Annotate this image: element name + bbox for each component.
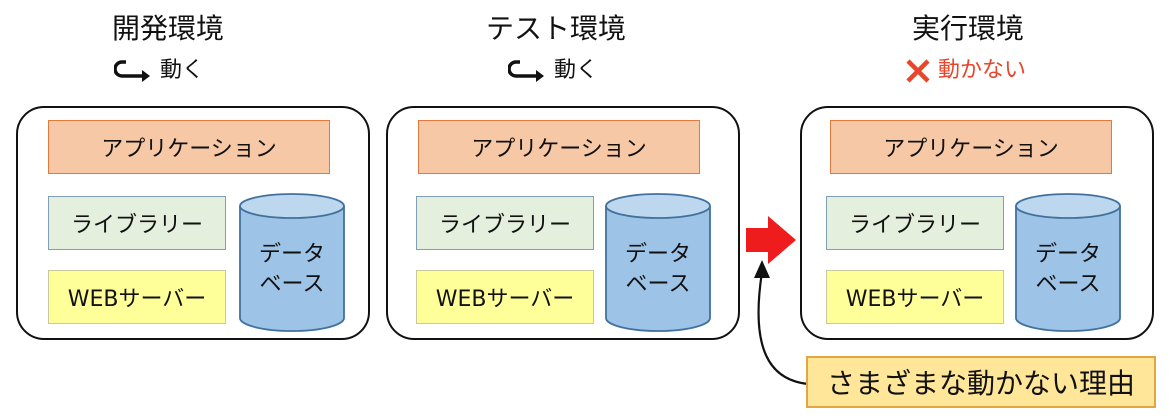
curved-arrow-icon bbox=[754, 260, 809, 386]
application-layer: アプリケーション bbox=[48, 120, 330, 174]
database-label-line1: データ bbox=[624, 242, 691, 267]
application-layer: アプリケーション bbox=[830, 120, 1112, 174]
web-server-layer: WEBサーバー bbox=[826, 270, 1004, 324]
database-label-line2: ベース bbox=[1035, 272, 1101, 297]
env-title: 実行環境 bbox=[911, 12, 1024, 45]
cross-icon bbox=[906, 59, 930, 83]
status-text: 動く bbox=[160, 58, 205, 83]
database-icon bbox=[1015, 193, 1121, 332]
env-title: 開発環境 bbox=[111, 12, 224, 45]
right-arrow-icon bbox=[746, 216, 796, 264]
database-cylinder: データ ベース bbox=[1014, 192, 1122, 334]
application-layer: アプリケーション bbox=[418, 120, 700, 174]
database-icon bbox=[605, 193, 711, 332]
callout-box: さまざまな動かない理由 bbox=[806, 356, 1156, 408]
env-title: テスト環境 bbox=[485, 12, 626, 45]
database-label-line2: ベース bbox=[259, 272, 325, 297]
status-text: 動かない bbox=[938, 58, 1027, 83]
library-layer: ライブラリー bbox=[826, 196, 1004, 250]
environment-box: アプリケーション ライブラリー WEBサーバー データ ベース bbox=[800, 106, 1154, 340]
env-status: 動かない bbox=[904, 56, 1026, 86]
database-cylinder: データ ベース bbox=[238, 192, 346, 334]
library-layer: ライブラリー bbox=[48, 196, 226, 250]
database-icon bbox=[239, 193, 345, 332]
library-layer: ライブラリー bbox=[416, 196, 594, 250]
env-status: 動く bbox=[114, 56, 204, 86]
status-text: 動く bbox=[554, 58, 599, 83]
environment-box: アプリケーション ライブラリー WEBサーバー データ ベース bbox=[16, 106, 370, 340]
database-cylinder: データ ベース bbox=[604, 192, 712, 334]
callout-text: さまざまな動かない理由 bbox=[826, 367, 1135, 400]
environment-box: アプリケーション ライブラリー WEBサーバー データ ベース bbox=[386, 106, 740, 340]
database-label-line1: データ bbox=[1034, 242, 1101, 267]
web-server-layer: WEBサーバー bbox=[48, 270, 226, 324]
database-label-line1: データ bbox=[258, 242, 325, 267]
env-status: 動く bbox=[508, 56, 598, 86]
web-server-layer: WEBサーバー bbox=[416, 270, 594, 324]
database-label-line2: ベース bbox=[625, 272, 691, 297]
return-arrow-icon bbox=[114, 60, 150, 82]
return-arrow-icon bbox=[508, 60, 544, 82]
